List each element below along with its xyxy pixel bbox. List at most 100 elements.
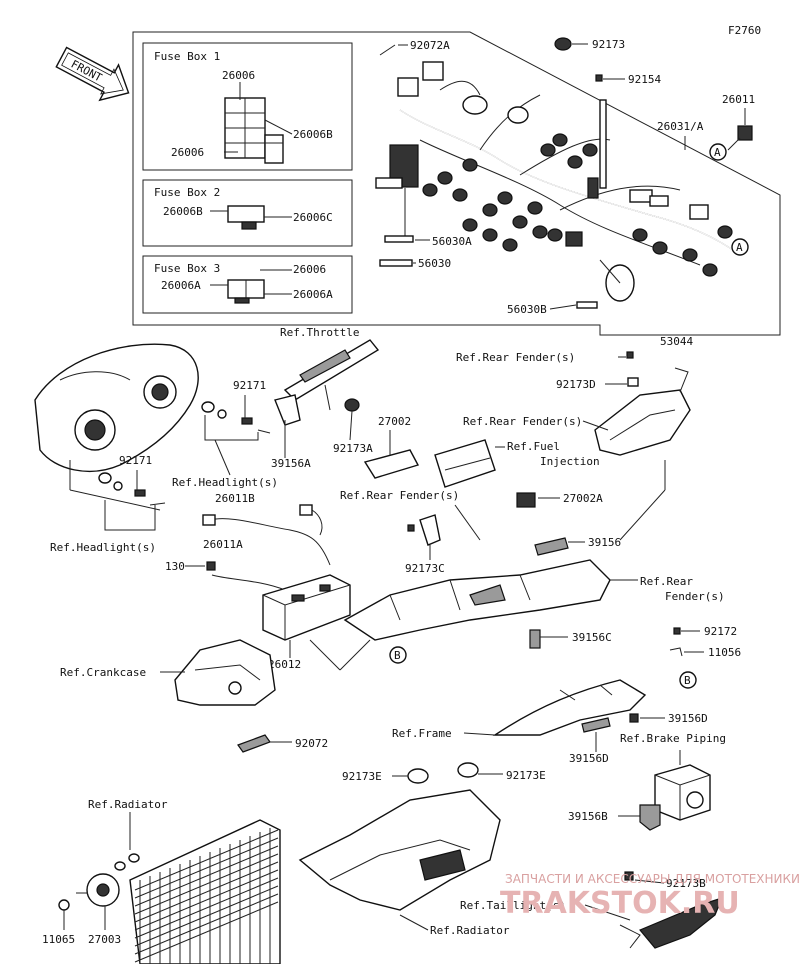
- harness-connector-icon: [512, 215, 528, 229]
- fuse-box-1-part-top: 26006: [222, 69, 255, 82]
- callout-ref-headlight-1: Ref.Headlight(s): [172, 439, 278, 489]
- wiring-harness-drawing: [375, 61, 741, 309]
- fuse-block-3-icon: [210, 269, 292, 304]
- svg-text:53044: 53044: [660, 335, 693, 348]
- label-56030: 56030: [418, 257, 451, 270]
- svg-text:92072: 92072: [295, 737, 328, 750]
- harness-connector-icon: [632, 228, 648, 242]
- svg-text:Ref.Taillight(s): Ref.Taillight(s): [460, 899, 566, 912]
- harness-connector-icon: [540, 143, 556, 157]
- svg-text:B: B: [394, 649, 401, 662]
- cooling-fan-27003: 27003: [76, 853, 140, 946]
- harness-connector-icon: [462, 218, 478, 232]
- fuse-box-3-title: Fuse Box 3: [154, 262, 220, 275]
- svg-text:92173B: 92173B: [666, 877, 706, 890]
- svg-text:26011A: 26011A: [203, 538, 243, 551]
- svg-text:B: B: [684, 674, 691, 687]
- radiator-bracket: 92173E 92173E Ref.Radiator: [298, 762, 546, 937]
- svg-text:27002A: 27002A: [563, 492, 603, 505]
- callout-56030: 56030: [413, 257, 451, 270]
- taillight: Ref.Taillight(s) 92173B: [460, 871, 724, 949]
- callout-92173C: 92173C: [405, 514, 445, 575]
- callout-26031A: 26031/A: [657, 120, 741, 151]
- fuse-block-1-icon: [224, 82, 293, 164]
- harness-connector-icon: [497, 191, 513, 205]
- harness-connectors: [422, 133, 733, 277]
- label-92173-top: 92173: [592, 38, 625, 51]
- fuse-block-2-icon: [210, 205, 292, 230]
- callout-39156: 39156: [534, 536, 621, 556]
- svg-text:Ref.Fuel: Ref.Fuel: [507, 440, 560, 453]
- fuse-box-2-part-right: 26006C: [293, 211, 333, 224]
- svg-text:39156: 39156: [588, 536, 621, 549]
- svg-text:ЗАПЧАСТИ И АКСЕССУАРЫ ДЛЯ МОТО: ЗАПЧАСТИ И АКСЕССУАРЫ ДЛЯ МОТОТЕХНИКИ: [505, 872, 800, 886]
- callout-26011: 26011: [722, 93, 755, 141]
- callout-92072: 92072: [237, 734, 328, 753]
- callout-92173A: 92173A: [333, 410, 373, 455]
- label-56030A: 56030A: [432, 235, 472, 248]
- fuse-box-3-part-left: 26006A: [161, 279, 201, 292]
- label-26011: 26011: [722, 93, 755, 106]
- fuse-box-1-part-right: 26006B: [293, 128, 333, 141]
- harness-connector-icon: [482, 228, 498, 242]
- svg-text:Ref.Radiator: Ref.Radiator: [430, 924, 510, 937]
- label-92154: 92154: [628, 73, 661, 86]
- svg-text:92171: 92171: [233, 379, 266, 392]
- harness-connector-icon: [437, 171, 453, 185]
- label-56030B: 56030B: [507, 303, 547, 316]
- harness-connector-icon: [452, 188, 468, 202]
- label-ref-throttle: Ref.Throttle: [280, 326, 359, 339]
- svg-text:Ref.Crankcase: Ref.Crankcase: [60, 666, 146, 679]
- harness-connector-icon: [702, 263, 718, 277]
- headlight-assembly: [34, 343, 199, 511]
- svg-text:92173D: 92173D: [556, 378, 596, 391]
- svg-text:Ref.Brake Piping: Ref.Brake Piping: [620, 732, 726, 745]
- callout-26011A: 26011A: [203, 538, 243, 551]
- harness-connector-icon: [482, 203, 498, 217]
- callout-39156B: 39156B: [568, 804, 661, 831]
- harness-connector-icon: [717, 225, 733, 239]
- label-26031A: 26031/A: [657, 120, 704, 133]
- sensor-wire-26011B: 26011B: [202, 492, 331, 566]
- svg-text:Ref.Rear: Ref.Rear: [640, 575, 693, 588]
- svg-text:Ref.Rear Fender(s): Ref.Rear Fender(s): [340, 489, 459, 502]
- callout-39156D-b: 39156D: [569, 717, 611, 765]
- svg-text:Ref.Radiator: Ref.Radiator: [88, 798, 168, 811]
- figure-code: F2760: [728, 24, 761, 37]
- harness-connector-icon: [582, 143, 598, 157]
- callout-ref-headlight-2: Ref.Headlight(s): [50, 500, 156, 554]
- abs-unit: Ref.Brake Piping: [620, 732, 726, 821]
- svg-text:A: A: [736, 241, 743, 254]
- callout-92173-top: 92173: [554, 37, 625, 51]
- harness-connector-icon: [552, 133, 568, 147]
- svg-text:39156D: 39156D: [569, 752, 609, 765]
- callout-11065: 11065: [42, 899, 75, 946]
- svg-text:11065: 11065: [42, 933, 75, 946]
- svg-text:39156A: 39156A: [271, 457, 311, 470]
- svg-text:130: 130: [165, 560, 185, 573]
- harness-connector-icon: [547, 228, 563, 242]
- svg-text:39156B: 39156B: [568, 810, 608, 823]
- callout-92172: 92172: [673, 625, 737, 638]
- svg-text:26011B: 26011B: [215, 492, 255, 505]
- svg-text:11056: 11056: [708, 646, 741, 659]
- svg-text:39156D: 39156D: [668, 712, 708, 725]
- svg-text:Ref.Frame: Ref.Frame: [392, 727, 452, 740]
- svg-text:Ref.Rear Fender(s): Ref.Rear Fender(s): [456, 351, 575, 364]
- callout-92171-a: 92171: [201, 379, 271, 441]
- front-arrow-icon: FRONT: [55, 46, 130, 102]
- harness-connector-icon: [532, 225, 548, 239]
- svg-text:A: A: [714, 146, 721, 159]
- harness-connector-icon: [422, 183, 438, 197]
- marker-B-1: B: [389, 646, 407, 664]
- callout-ref-rear-fender-3: Ref.Rear Fender(s): [340, 489, 481, 541]
- svg-text:92173A: 92173A: [333, 442, 373, 455]
- svg-text:TRAKSTOK.RU: TRAKSTOK.RU: [500, 886, 740, 921]
- watermark: ЗАПЧАСТИ И АКСЕССУАРЫ ДЛЯ МОТОТЕХНИКИ TR…: [500, 872, 800, 921]
- callout-92154: 92154: [595, 73, 661, 86]
- fuse-box-1-title: Fuse Box 1: [154, 50, 220, 63]
- harness-connector-icon: [682, 248, 698, 262]
- fuse-box-3: Fuse Box 3 26006 26006A 26006A: [142, 255, 353, 314]
- svg-text:39156C: 39156C: [572, 631, 612, 644]
